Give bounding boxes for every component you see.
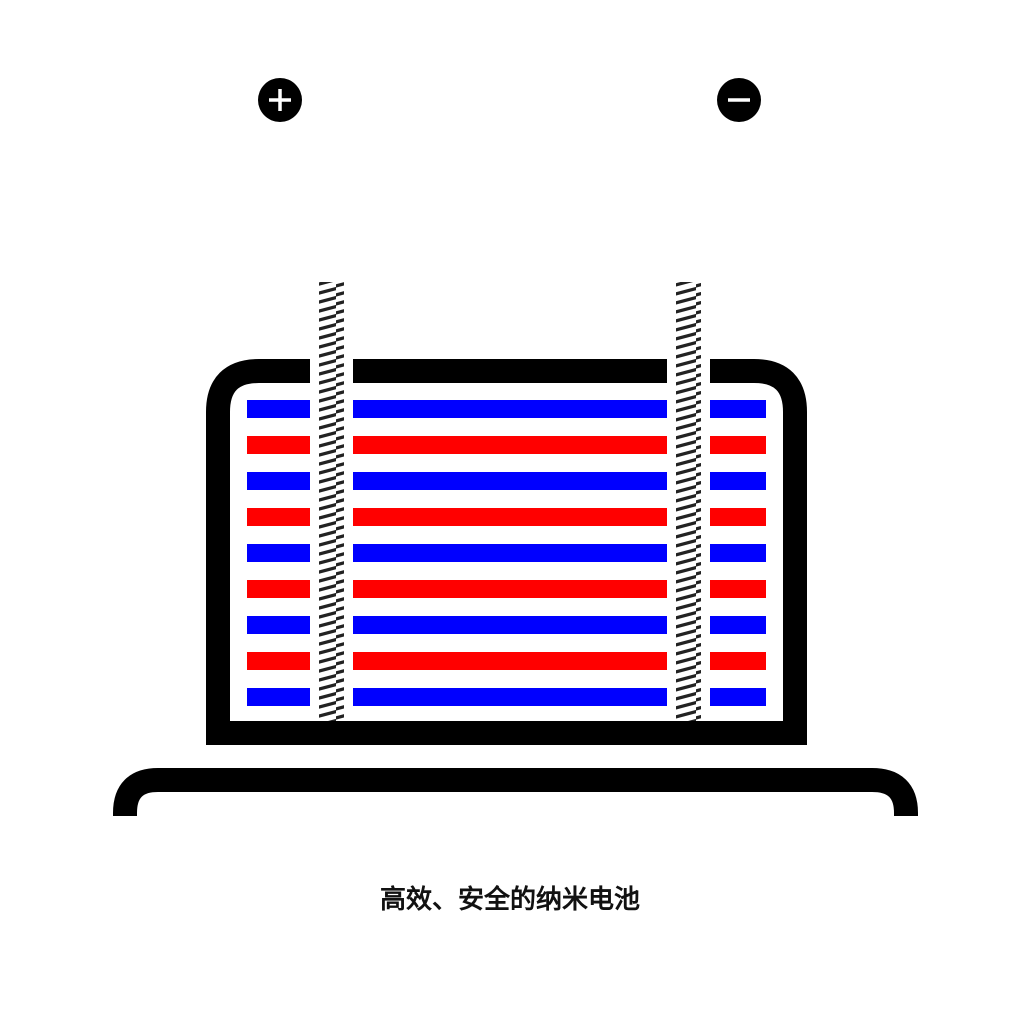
electrode-layer-red [353, 652, 667, 670]
electrode-layer-blue [710, 616, 766, 634]
electrode-layer-blue [247, 616, 310, 634]
electrode-layer-red [710, 580, 766, 598]
negative-terminal [717, 78, 761, 122]
electrode-layer-red [247, 508, 310, 526]
electrode-layer-blue [710, 688, 766, 706]
electrode-layer-red [353, 436, 667, 454]
electrode-layer-blue [247, 472, 310, 490]
electrode-layer-red [353, 580, 667, 598]
electrode-rods [310, 282, 710, 721]
electrode-layer-red [247, 652, 310, 670]
electrode-layer-blue [353, 688, 667, 706]
electrode-layer-red [247, 580, 310, 598]
battery-base [113, 768, 918, 816]
electrode-layer-blue [247, 400, 310, 418]
electrode-layer-blue [710, 544, 766, 562]
electrode-layer-blue [247, 688, 310, 706]
electrode-layer-blue [247, 544, 310, 562]
electrode-layer-red [353, 508, 667, 526]
electrode-layer-red [710, 436, 766, 454]
electrode-layer-blue [710, 400, 766, 418]
electrode-layer-red [247, 436, 310, 454]
electrode-layer-red [710, 652, 766, 670]
electrode-layer-red [710, 508, 766, 526]
positive-electrode-rod [319, 282, 344, 721]
electrode-layer-blue [353, 616, 667, 634]
battery-casing [206, 359, 807, 745]
negative-electrode-rod [676, 282, 701, 721]
diagram-caption: 高效、安全的纳米电池 [380, 884, 640, 915]
electrode-layer-blue [353, 400, 667, 418]
electrode-layer-blue [710, 472, 766, 490]
positive-terminal [258, 78, 302, 122]
electrode-layer-blue [353, 544, 667, 562]
electrode-layer-blue [353, 472, 667, 490]
electrode-layers [247, 400, 766, 706]
